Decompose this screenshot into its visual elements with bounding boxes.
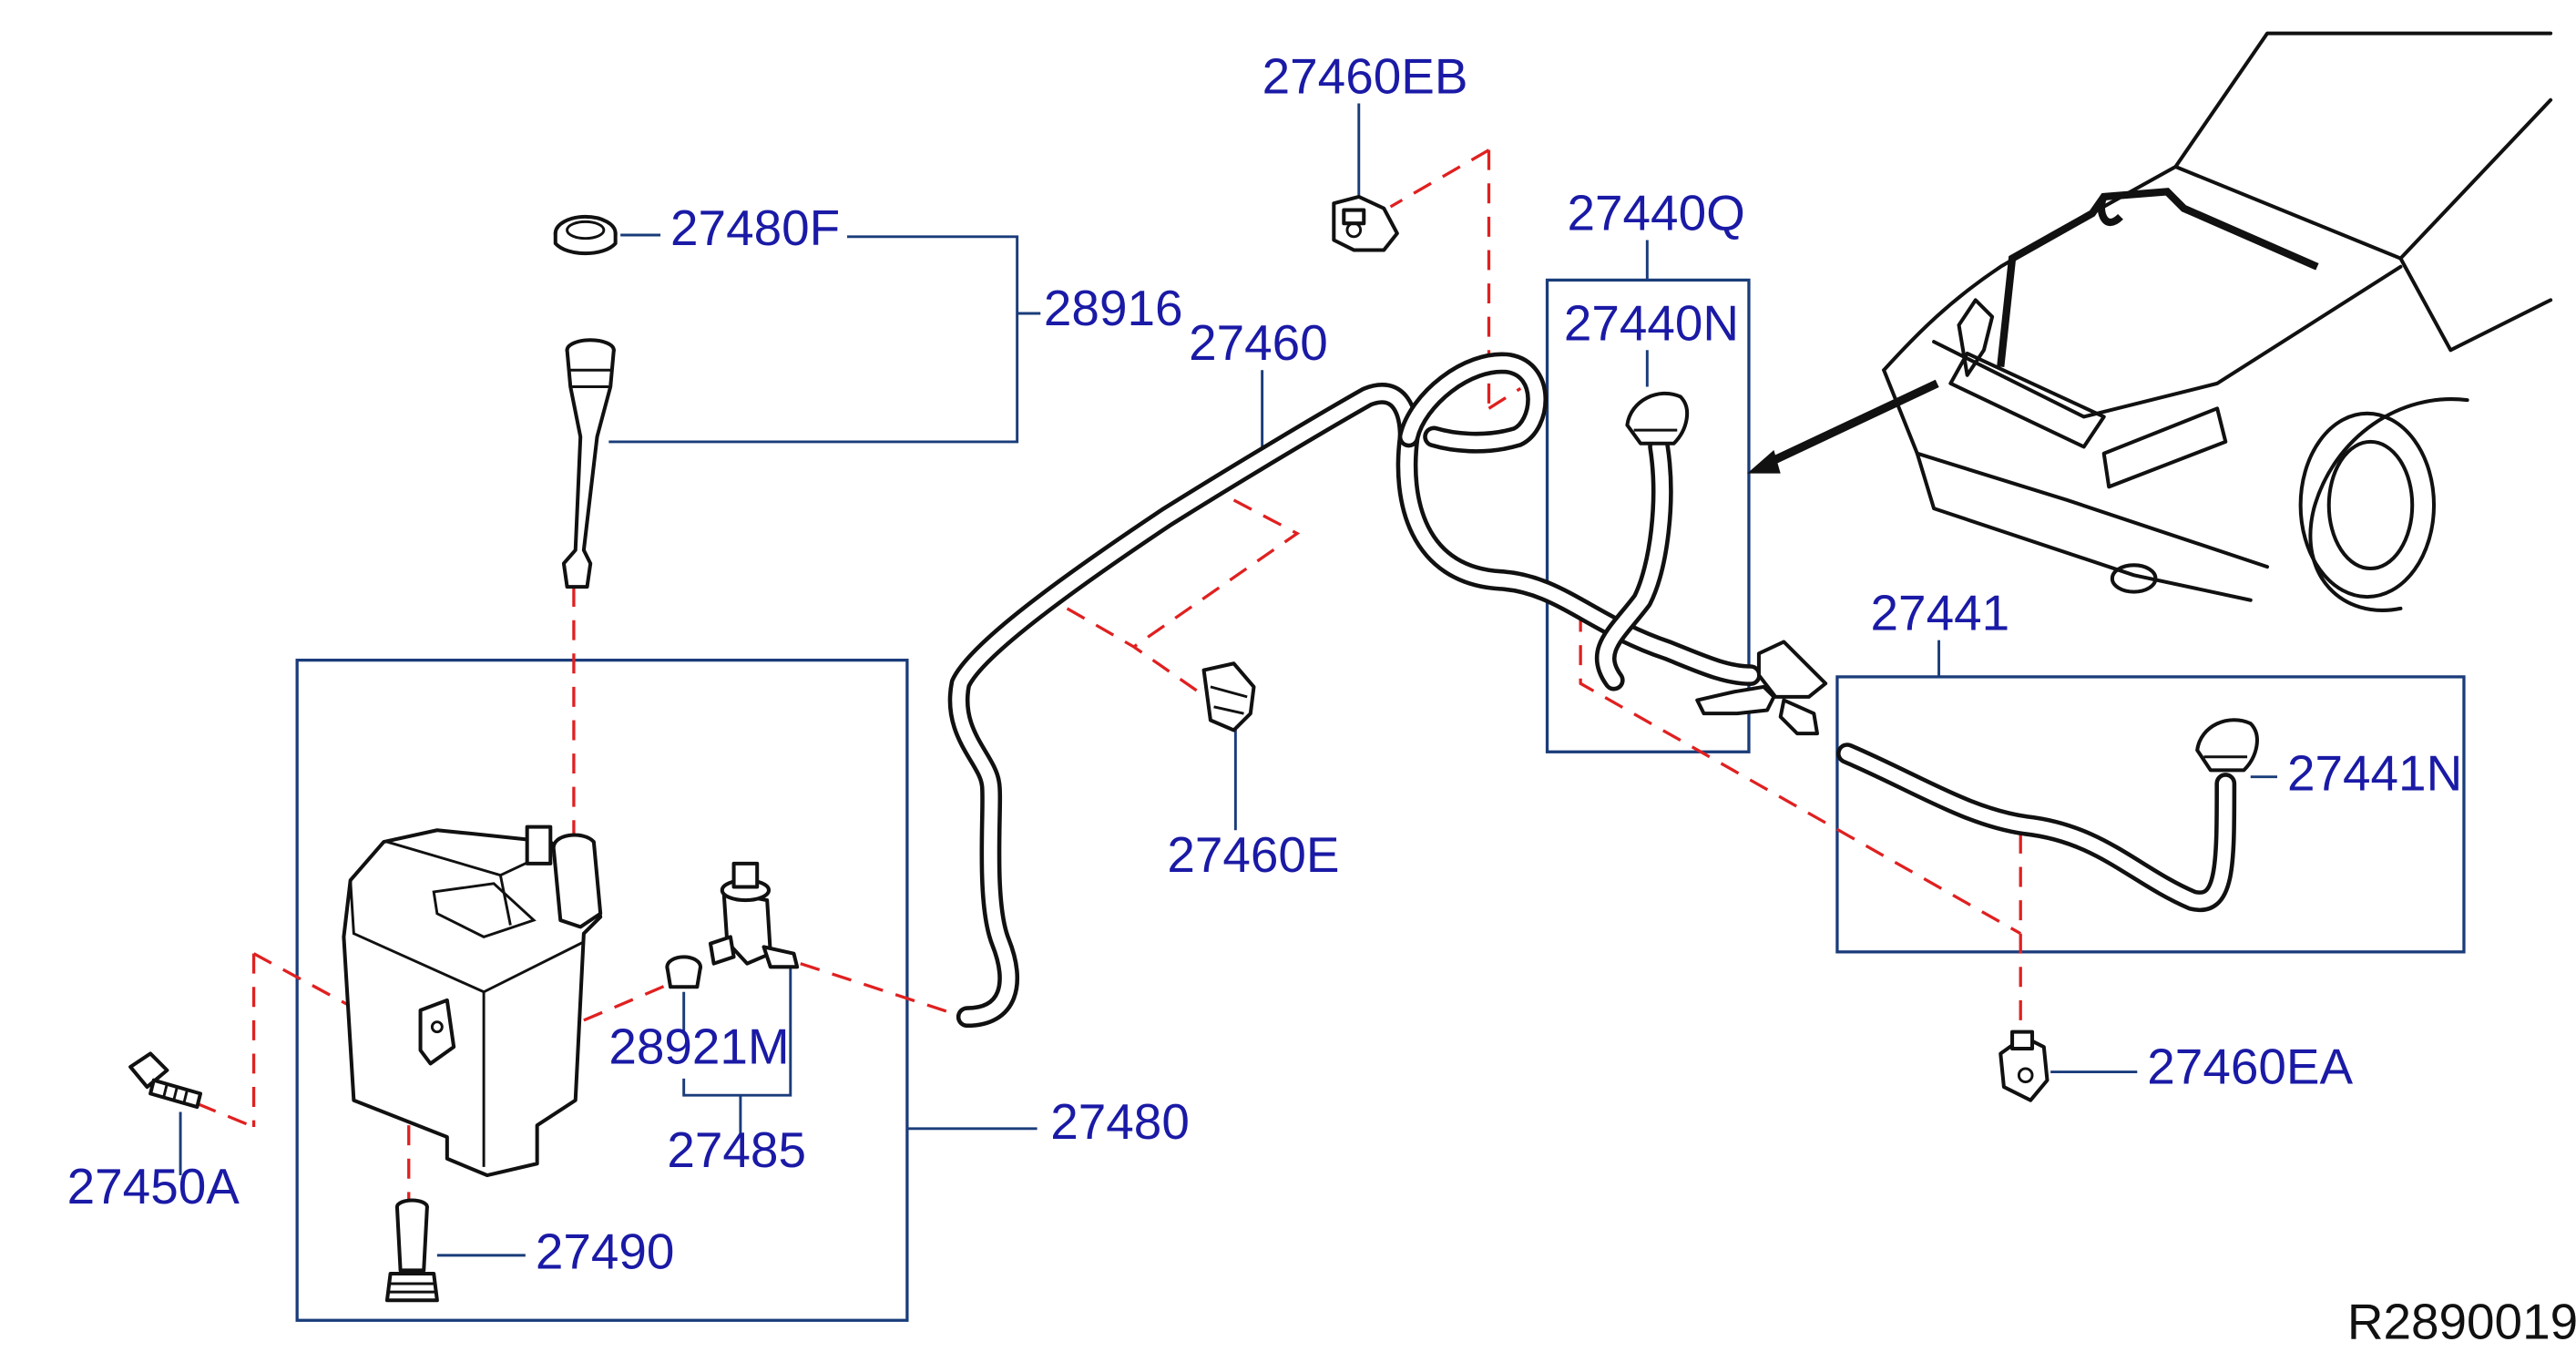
washer-pump-27485[interactable] (708, 861, 800, 969)
cap-27480f[interactable] (553, 214, 618, 256)
level-sensor-27490[interactable] (384, 1198, 439, 1303)
label-27441[interactable]: 27441 (1871, 585, 2010, 641)
hose-27441[interactable] (1836, 743, 2237, 913)
filler-neck-28916[interactable] (561, 338, 616, 589)
grommet-28921m[interactable] (665, 955, 702, 989)
label-27480f[interactable]: 27480F (670, 200, 840, 256)
label-28916[interactable]: 28916 (1044, 280, 1183, 336)
label-27460ea[interactable]: 27460EA (2147, 1038, 2353, 1094)
label-27480[interactable]: 27480 (1050, 1093, 1190, 1150)
hose-27440q[interactable] (1594, 435, 1673, 691)
washer-tank[interactable] (342, 825, 603, 1178)
clip-27460eb[interactable] (1332, 194, 1399, 252)
clip-27460ea[interactable] (1998, 1029, 2050, 1102)
assembly-guide-lines (196, 149, 2022, 1201)
label-27460[interactable]: 27460 (1189, 314, 1328, 371)
clip-27460e[interactable] (1201, 661, 1256, 732)
part-labels: 27460EB 27480F 28916 27460 27440Q 27440N… (67, 47, 2576, 1349)
nozzle-27441n[interactable] (2195, 718, 2259, 773)
box-27441-assembly (1835, 675, 2466, 954)
check-valve[interactable] (1695, 640, 1828, 736)
reference-code: R2890019 (2347, 1293, 2576, 1349)
label-27460eb[interactable]: 27460EB (1262, 47, 1468, 104)
hose-27460[interactable] (947, 352, 1762, 1029)
label-27450a[interactable]: 27450A (67, 1158, 240, 1214)
nozzle-27440n[interactable] (1625, 391, 1690, 446)
box-27480-assembly (295, 658, 909, 1322)
label-27485[interactable]: 27485 (667, 1122, 806, 1178)
leader-lines (179, 103, 2278, 1257)
vehicle-illustration (1747, 31, 2553, 612)
label-27441n[interactable]: 27441N (2287, 744, 2462, 801)
label-27440q[interactable]: 27440Q (1567, 185, 1744, 241)
label-27460e[interactable]: 27460E (1167, 826, 1339, 883)
bolt-27450a[interactable] (128, 1051, 203, 1110)
label-27440n[interactable]: 27440N (1564, 294, 1739, 351)
label-28921m[interactable]: 28921M (608, 1018, 789, 1074)
label-27490[interactable]: 27490 (536, 1224, 675, 1280)
